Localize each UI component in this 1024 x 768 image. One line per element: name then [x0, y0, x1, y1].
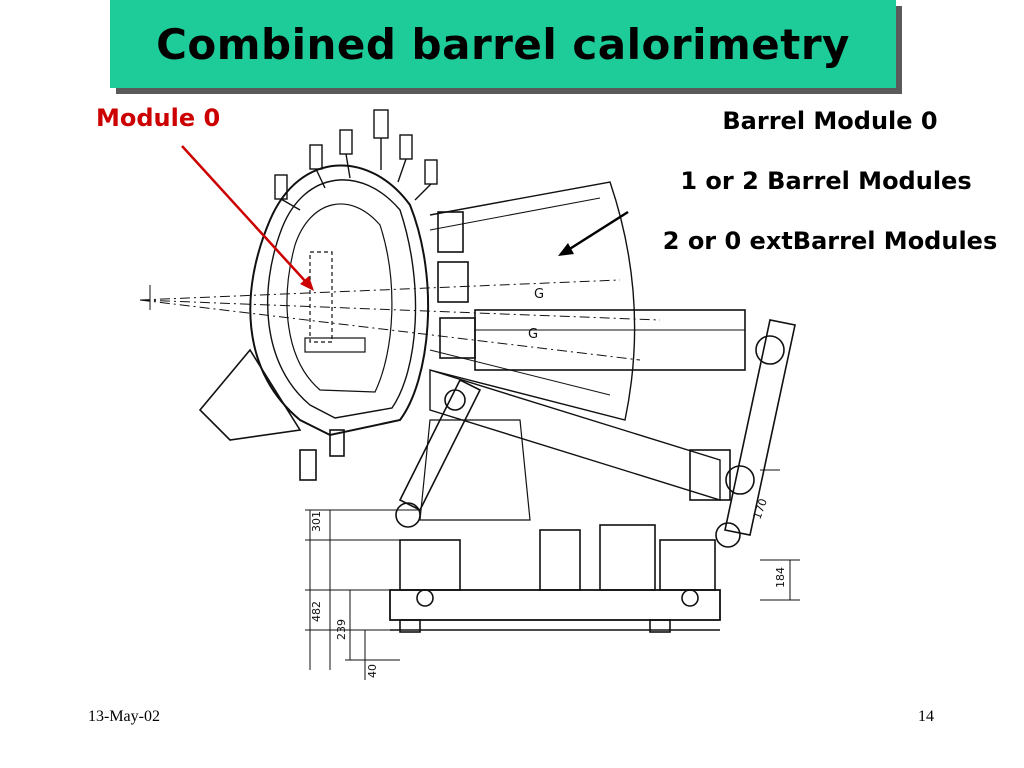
ext-barrel-modules-text: 2 or 0 extBarrel Modules: [662, 227, 998, 255]
dim-label-184: 184: [774, 567, 787, 588]
module-0-label: Module 0: [96, 104, 221, 132]
barrel-modules-text: 1 or 2 Barrel Modules: [680, 167, 972, 195]
dim-label-40: 40: [366, 664, 379, 678]
slide-title: Combined barrel calorimetry: [156, 19, 850, 69]
dim-label-482: 482: [310, 601, 323, 622]
dim-label-301: 301: [310, 511, 323, 532]
g-label-2: G: [528, 327, 538, 342]
barrel-module-0-text: Barrel Module 0: [722, 107, 938, 135]
dim-label-170: 170: [751, 497, 770, 521]
title-banner: Combined barrel calorimetry: [110, 0, 896, 88]
footer-date: 13-May-02: [88, 708, 160, 725]
barrel-modules-arrow: [558, 210, 629, 256]
footer-page-number: 14: [918, 708, 934, 725]
module-0-arrow: [181, 145, 314, 291]
g-label-1: G: [534, 287, 544, 302]
dim-label-239: 239: [335, 619, 348, 640]
